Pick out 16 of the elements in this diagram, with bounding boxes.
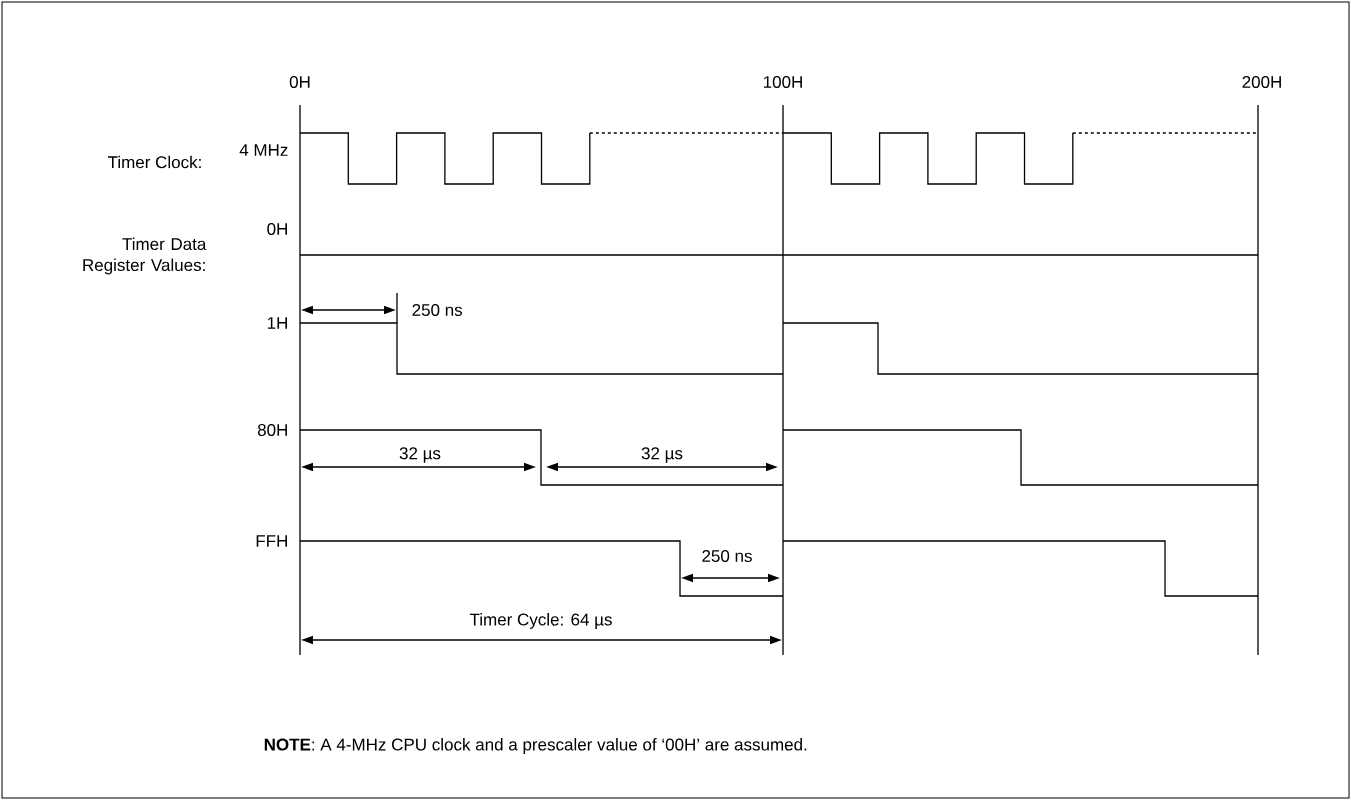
axis-label: 100H [764,75,802,88]
signal-label: Timer Data Register Values: [83,237,207,275]
level-label: 80H [257,423,287,436]
level-label: FFH [256,535,287,547]
dimension-label: 250 ns [702,550,752,562]
level-label: 0H [267,222,287,235]
dimension-label: 32 µs [399,447,441,463]
level-label: 1H [267,317,287,329]
level-label: 4 MHz [239,144,288,156]
axis-label: 0H [289,75,310,88]
dimension-label: Timer Cycle: 64 µs [469,613,612,629]
note: NOTE: A 4-MHz CPU clock and a prescaler value of ‘00H’ are assumed. [264,738,807,754]
axis-label: 200H [1242,75,1281,88]
signal-label: Timer Clock: [107,155,201,169]
dimension-label: 250 ns [412,303,463,316]
dimension-label: 32 µs [641,447,683,463]
